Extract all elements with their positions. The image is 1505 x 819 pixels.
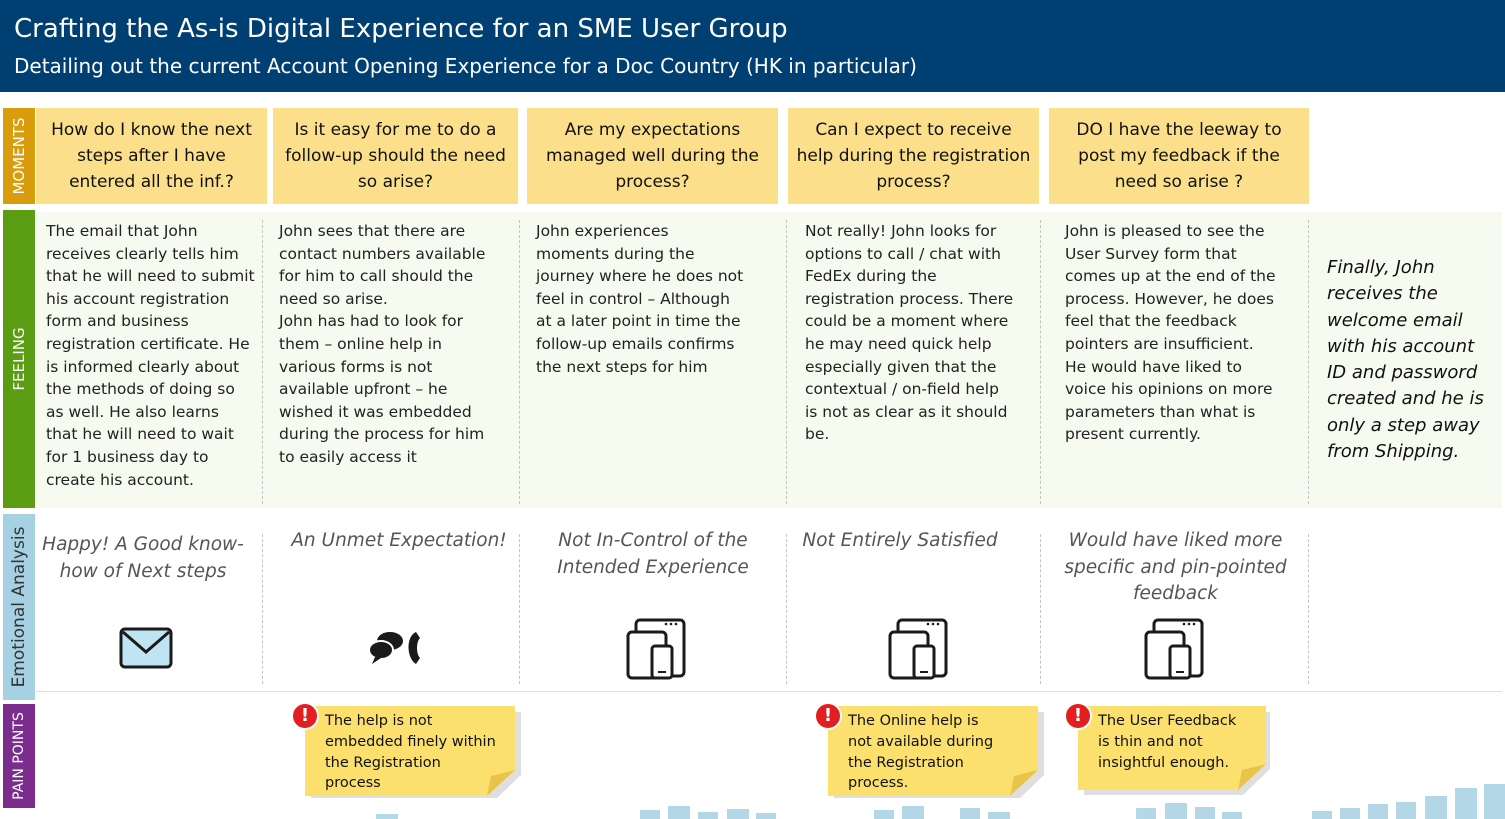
- decorative-bar-strip: [376, 784, 1505, 819]
- pain-point-text-3: The User Feedback is thin and not insigh…: [1098, 713, 1237, 771]
- feeling-text-1: The email that John receives clearly tel…: [46, 222, 255, 489]
- sticky-note-shape: [828, 706, 1044, 798]
- header-banner: Crafting the As-is Digital Experience fo…: [0, 0, 1505, 92]
- feeling-text-3: John experiences moments during the jour…: [536, 222, 744, 376]
- emotion-label-1: Happy! A Good know- how of Next steps: [42, 534, 244, 582]
- emotion-divider-2: [519, 534, 520, 684]
- emotion-label-5: Would have liked more specific and pin-p…: [1064, 530, 1287, 604]
- lane-label-pain: PAIN POINTS: [3, 704, 35, 808]
- emotion-divider-4: [1040, 534, 1041, 684]
- alert-icon: !: [291, 702, 319, 730]
- feeling-text-2: John sees that there are contact numbers…: [279, 222, 486, 466]
- emotion-label-2: An Unmet Expectation!: [291, 530, 507, 551]
- sticky-note-shape: [305, 706, 521, 798]
- feeling-text-4: Not really! John looks for options to ca…: [805, 222, 1014, 444]
- devices-icon: [888, 618, 948, 680]
- lane-label-feeling-text: FEELING: [10, 327, 28, 391]
- pain-row-separator: [36, 691, 1502, 692]
- feeling-text-5: John is pleased to see the User Survey f…: [1065, 222, 1276, 444]
- feeling-divider-3: [786, 220, 787, 504]
- lane-label-feeling: FEELING: [3, 210, 35, 508]
- lane-label-emotion: Emotional Analysis: [3, 514, 35, 700]
- page-subtitle: Detailing out the current Account Openin…: [14, 54, 917, 78]
- feeling-divider-4: [1040, 220, 1041, 504]
- moment-card-1: How do I know the next steps after I hav…: [36, 108, 267, 204]
- lane-label-emotion-text: Emotional Analysis: [9, 526, 29, 688]
- chat-phone-icon: [368, 632, 420, 664]
- emotion-row-background: [36, 514, 1502, 692]
- final-note: Finally, John receives the welcome email…: [1327, 257, 1484, 463]
- pain-point-text-2: The Online help is not available during …: [848, 713, 994, 792]
- emotion-divider-3: [786, 534, 787, 684]
- alert-icon: !: [1064, 702, 1092, 730]
- pain-point-note-3: The User Feedback is thin and not insigh…: [1064, 702, 1294, 798]
- devices-icon: [1144, 618, 1204, 680]
- feeling-divider-1: [262, 220, 263, 504]
- moment-card-5: DO I have the leeway to post my feedback…: [1049, 108, 1309, 204]
- feeling-row-background: [36, 212, 1502, 508]
- alert-icon: !: [814, 702, 842, 730]
- emotion-label-4: Not Entirely Satisfied: [802, 530, 998, 551]
- emotion-divider-5: [1308, 534, 1309, 684]
- emotion-divider-1: [262, 534, 263, 684]
- moment-card-4: Can I expect to receive help during the …: [788, 108, 1039, 204]
- pain-point-note-1: The help is not embedded finely within t…: [291, 702, 521, 798]
- feeling-divider-2: [519, 220, 520, 504]
- moment-card-3: Are my expectations managed well during …: [527, 108, 778, 204]
- feeling-divider-5: [1308, 220, 1309, 504]
- pain-point-note-2: The Online help is not available during …: [814, 702, 1044, 798]
- moment-card-2: Is it easy for me to do a follow-up shou…: [273, 108, 518, 204]
- lane-label-moments: MOMENTS: [3, 108, 35, 204]
- page-title: Crafting the As-is Digital Experience fo…: [14, 14, 788, 44]
- lane-label-moments-text: MOMENTS: [10, 117, 28, 195]
- envelope-icon: [119, 627, 173, 669]
- emotion-label-3: Not In-Control of the Intended Experienc…: [557, 530, 749, 578]
- pain-point-text-1: The help is not embedded finely within t…: [325, 713, 496, 792]
- sticky-note-shape: [1078, 706, 1270, 795]
- devices-icon: [626, 618, 686, 680]
